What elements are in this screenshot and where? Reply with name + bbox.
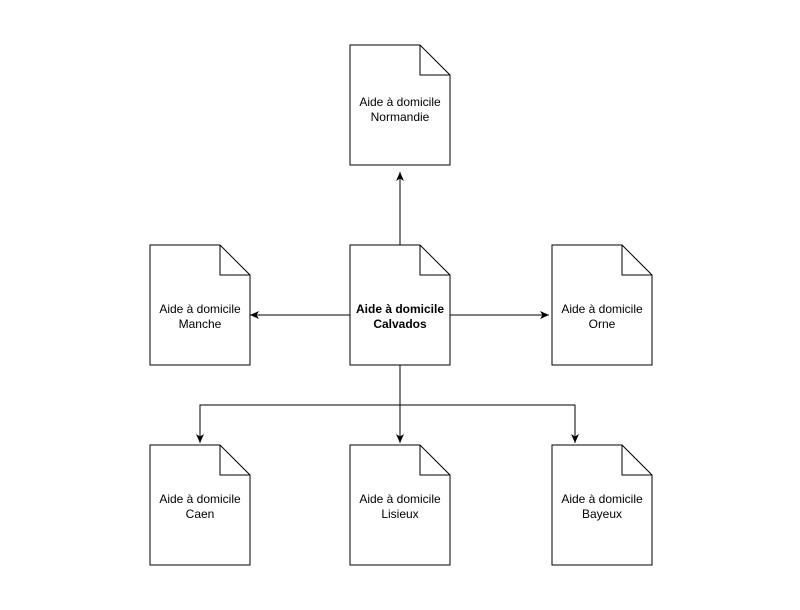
document-fold xyxy=(219,245,250,276)
node-bayeux[interactable]: Aide à domicile Bayeux xyxy=(551,444,653,566)
node-label-line2: Normandie xyxy=(371,110,430,124)
document-fold xyxy=(621,445,652,476)
document-fold xyxy=(419,245,450,276)
node-lisieux[interactable]: Aide à domicile Lisieux xyxy=(349,444,451,566)
node-label-line2: Bayeux xyxy=(582,507,622,521)
node-label-line2: Calvados xyxy=(373,317,427,331)
node-label-line1: Aide à domicile xyxy=(359,492,441,506)
node-label-line1: Aide à domicile xyxy=(159,302,241,316)
document-fold xyxy=(419,45,450,76)
node-label-line2: Caen xyxy=(186,507,215,521)
node-label-line2: Orne xyxy=(589,317,616,331)
document-fold xyxy=(219,445,250,476)
node-manche[interactable]: Aide à domicile Manche xyxy=(149,244,251,366)
document-nodes: Aide à domicile Normandie Aide à domicil… xyxy=(149,44,653,566)
edge-calvados-caen xyxy=(196,365,401,443)
node-label-line1: Aide à domicile xyxy=(561,302,643,316)
document-fold xyxy=(419,445,450,476)
connectors xyxy=(196,172,579,443)
node-label-line1: Aide à domicile xyxy=(561,492,643,506)
node-label-line1: Aide à domicile xyxy=(356,302,444,316)
node-label-line1: Aide à domicile xyxy=(359,95,441,109)
node-calvados[interactable]: Aide à domicile Calvados xyxy=(349,244,451,366)
edge-calvados-bayeux xyxy=(399,365,579,443)
node-label-line2: Manche xyxy=(179,317,222,331)
node-orne[interactable]: Aide à domicile Orne xyxy=(551,244,653,366)
node-caen[interactable]: Aide à domicile Caen xyxy=(149,444,251,566)
document-fold xyxy=(621,245,652,276)
node-label-line1: Aide à domicile xyxy=(159,492,241,506)
node-label-line2: Lisieux xyxy=(381,507,418,521)
node-normandie[interactable]: Aide à domicile Normandie xyxy=(349,44,451,166)
